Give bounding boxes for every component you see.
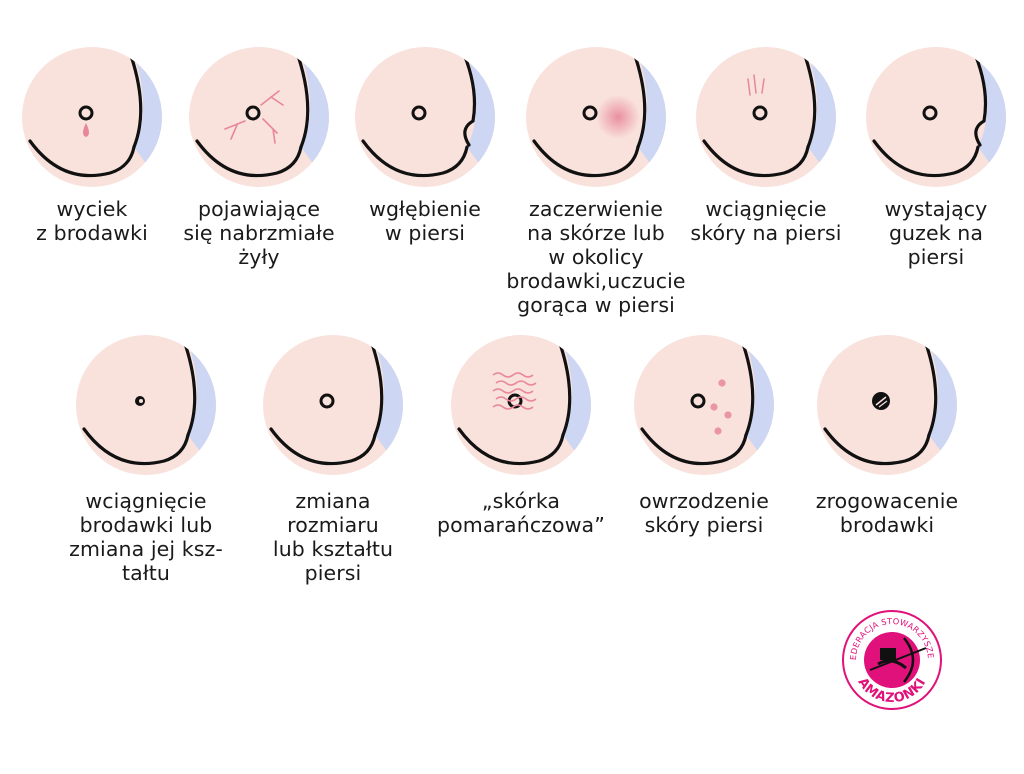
breast-dimple-icon: [355, 47, 495, 187]
swollen-veins-icon: [189, 47, 329, 187]
nipple-discharge-icon: [22, 47, 162, 187]
shape-change-icon: [263, 335, 403, 475]
protruding-lump-icon: [866, 47, 1006, 187]
symptom-illustration: [812, 330, 962, 480]
symptom-illustration: [184, 42, 334, 192]
symptom-caption: wystający guzek na piersi: [884, 197, 988, 269]
symptom-illustration: [691, 42, 841, 192]
symptom-illustration: [17, 42, 167, 192]
skin-retraction-icon: [696, 47, 836, 187]
symptom-caption: wyciek z brodawki: [36, 197, 148, 245]
symptom-illustration: [258, 330, 408, 480]
symptom-illustration: [446, 330, 596, 480]
nipple-scaling-icon: [817, 335, 957, 475]
symptom-caption: wciągnięcie skóry na piersi: [690, 197, 842, 245]
symptom-caption: pojawiające się nabrzmiałe żyły: [183, 197, 335, 269]
orange-peel-skin-icon: [451, 335, 591, 475]
symptom-caption: zaczerwienie na skórze lub w okolicy bro…: [506, 197, 686, 317]
symptom-caption: zmiana rozmiaru lub kształtu piersi: [272, 489, 394, 585]
amazonki-logo-icon: FEDERACJA STOWARZYSZEŃ AMAZONKI: [837, 599, 942, 710]
symptom-caption: wciągnięcie brodawki lub zmiana jej ksz-…: [69, 489, 223, 585]
symptom-caption: zrogowacenie brodawki: [815, 489, 959, 537]
symptom-illustration: [71, 330, 221, 480]
symptom-caption: owrzodzenie skóry piersi: [639, 489, 769, 537]
nipple-retraction-icon: [76, 335, 216, 475]
symptom-illustration: [861, 42, 1011, 192]
amazonki-logo: FEDERACJA STOWARZYSZEŃ AMAZONKI: [837, 599, 944, 716]
skin-ulceration-icon: [634, 335, 774, 475]
symptom-caption: wgłębienie w piersi: [369, 197, 481, 245]
symptom-illustration: [629, 330, 779, 480]
symptom-caption: „skórka pomarańczowa”: [437, 489, 605, 537]
symptom-illustration: [350, 42, 500, 192]
symptom-illustration: [521, 42, 671, 192]
skin-redness-icon: [526, 47, 666, 187]
